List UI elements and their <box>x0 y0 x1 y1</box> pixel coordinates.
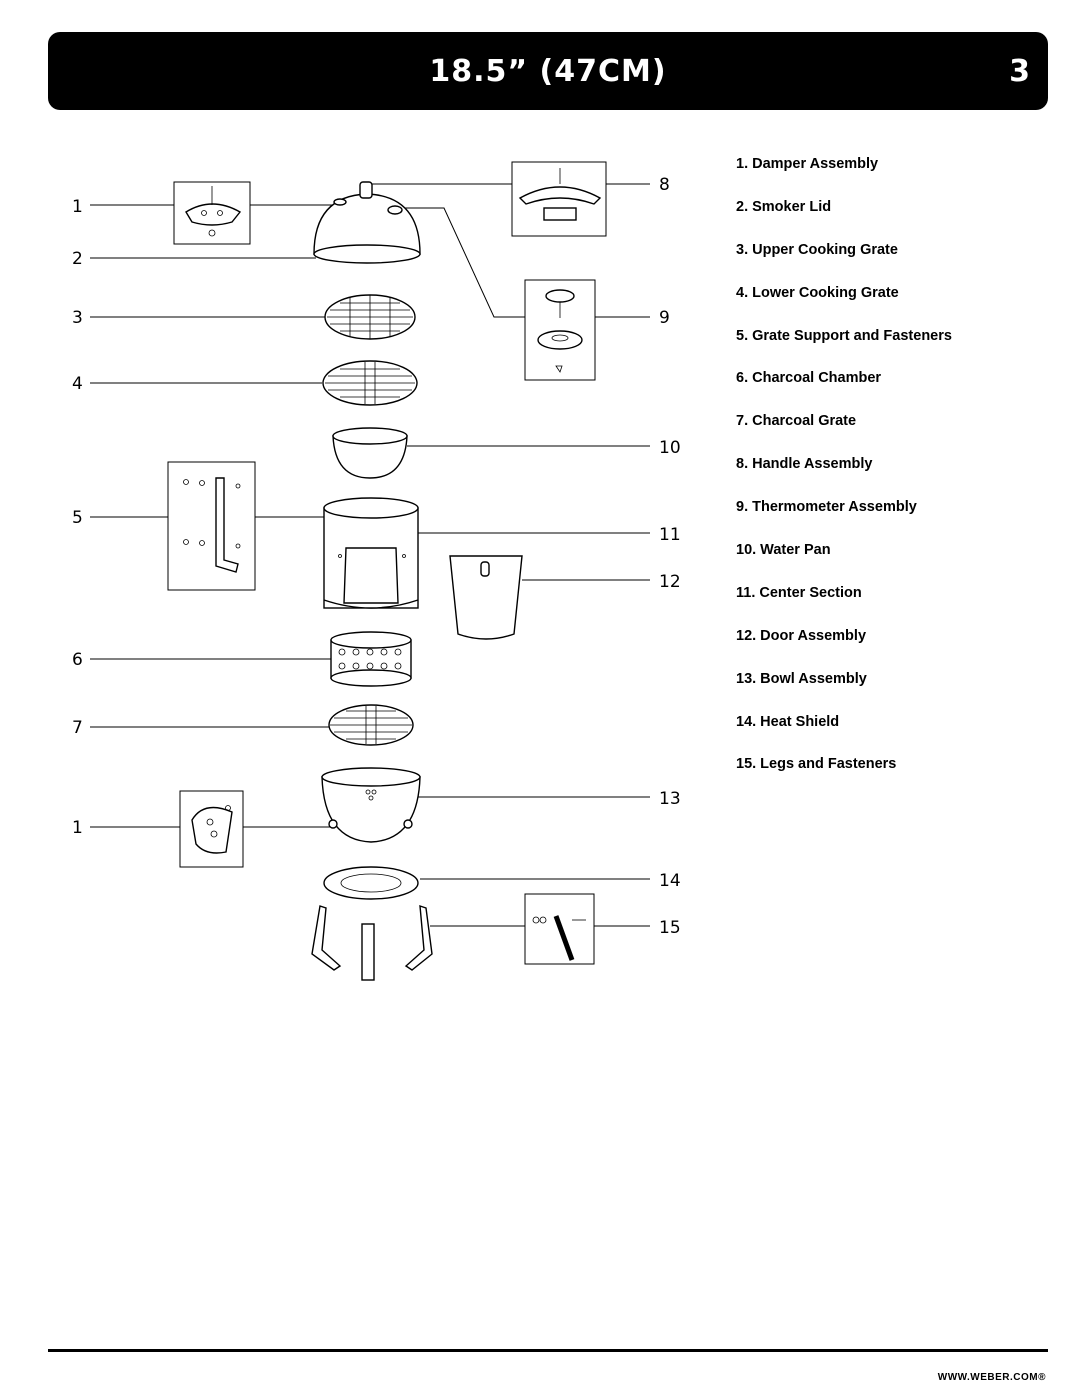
page-number: 3 <box>1009 54 1030 89</box>
upper-cooking-grate <box>324 294 416 340</box>
leader-lines <box>90 183 650 927</box>
heat-shield <box>323 866 419 900</box>
legend-item: 13. Bowl Assembly <box>736 670 867 687</box>
callout-number: 10 <box>659 438 681 458</box>
legend-item: 3. Upper Cooking Grate <box>736 241 898 258</box>
legend-item: 2. Smoker Lid <box>736 198 832 215</box>
legend-item: 8. Handle Assembly <box>736 456 873 473</box>
page-title: 18.5” (47CM) <box>429 54 667 89</box>
water-pan <box>332 427 408 479</box>
legs <box>311 904 433 981</box>
legs-detail-box <box>524 893 595 965</box>
legend-item: 9. Thermometer Assembly <box>736 499 917 516</box>
callout-number: 9 <box>659 308 670 328</box>
callout-number: 5 <box>72 508 83 528</box>
legend-item: 1. Damper Assembly <box>736 156 879 172</box>
callout-number: 15 <box>659 918 681 938</box>
callout-number: 2 <box>72 249 83 269</box>
page-header: 18.5” (47CM) 3 <box>48 32 1048 110</box>
footer-url: WWW.WEBER.COM® <box>937 1372 1046 1383</box>
legend-item: 10. Water Pan <box>736 542 831 559</box>
charcoal-grate <box>328 704 414 746</box>
legend-item: 4. Lower Cooking Grate <box>736 284 899 301</box>
handle-detail-box <box>511 161 607 237</box>
callout-number: 13 <box>659 789 681 809</box>
legend-item: 12. Door Assembly <box>736 627 867 644</box>
callout-number: 6 <box>72 650 83 670</box>
damper-detail-box <box>173 181 251 245</box>
legend-item: 5. Grate Support and Fasteners <box>736 327 952 344</box>
center-section <box>323 497 419 609</box>
bowl-assembly <box>321 767 421 843</box>
callout-number: 8 <box>659 175 670 195</box>
legend-item: 6. Charcoal Chamber <box>736 370 882 387</box>
callout-number: 4 <box>72 374 83 394</box>
parts-legend: 1. Damper Assembly 2. Smoker Lid 3. Uppe… <box>736 154 952 797</box>
callout-number: 1 <box>72 818 83 838</box>
callout-number: 7 <box>72 718 83 738</box>
legend-item: 14. Heat Shield <box>736 713 840 730</box>
footer-rule <box>48 1349 1048 1352</box>
lower-cooking-grate <box>322 360 418 406</box>
callout-number: 1 <box>72 197 83 217</box>
callout-number: 14 <box>659 871 681 891</box>
callout-numbers: 1 2 3 4 5 6 7 1 8 9 10 11 12 13 14 15 <box>72 175 681 938</box>
thermometer-detail-box <box>524 279 596 381</box>
door-assembly <box>449 555 523 640</box>
callout-number: 12 <box>659 572 681 592</box>
bowl-damper-detail-box <box>179 790 244 868</box>
grate-support-detail-box <box>167 461 256 591</box>
charcoal-chamber <box>330 631 412 687</box>
legend-item: 7. Charcoal Grate <box>736 413 857 430</box>
smoker-lid <box>313 181 421 264</box>
legend-item: 11. Center Section <box>736 584 862 601</box>
legend-item: 15. Legs and Fasteners <box>736 756 897 773</box>
callout-number: 3 <box>72 308 83 328</box>
callout-number: 11 <box>659 525 681 545</box>
